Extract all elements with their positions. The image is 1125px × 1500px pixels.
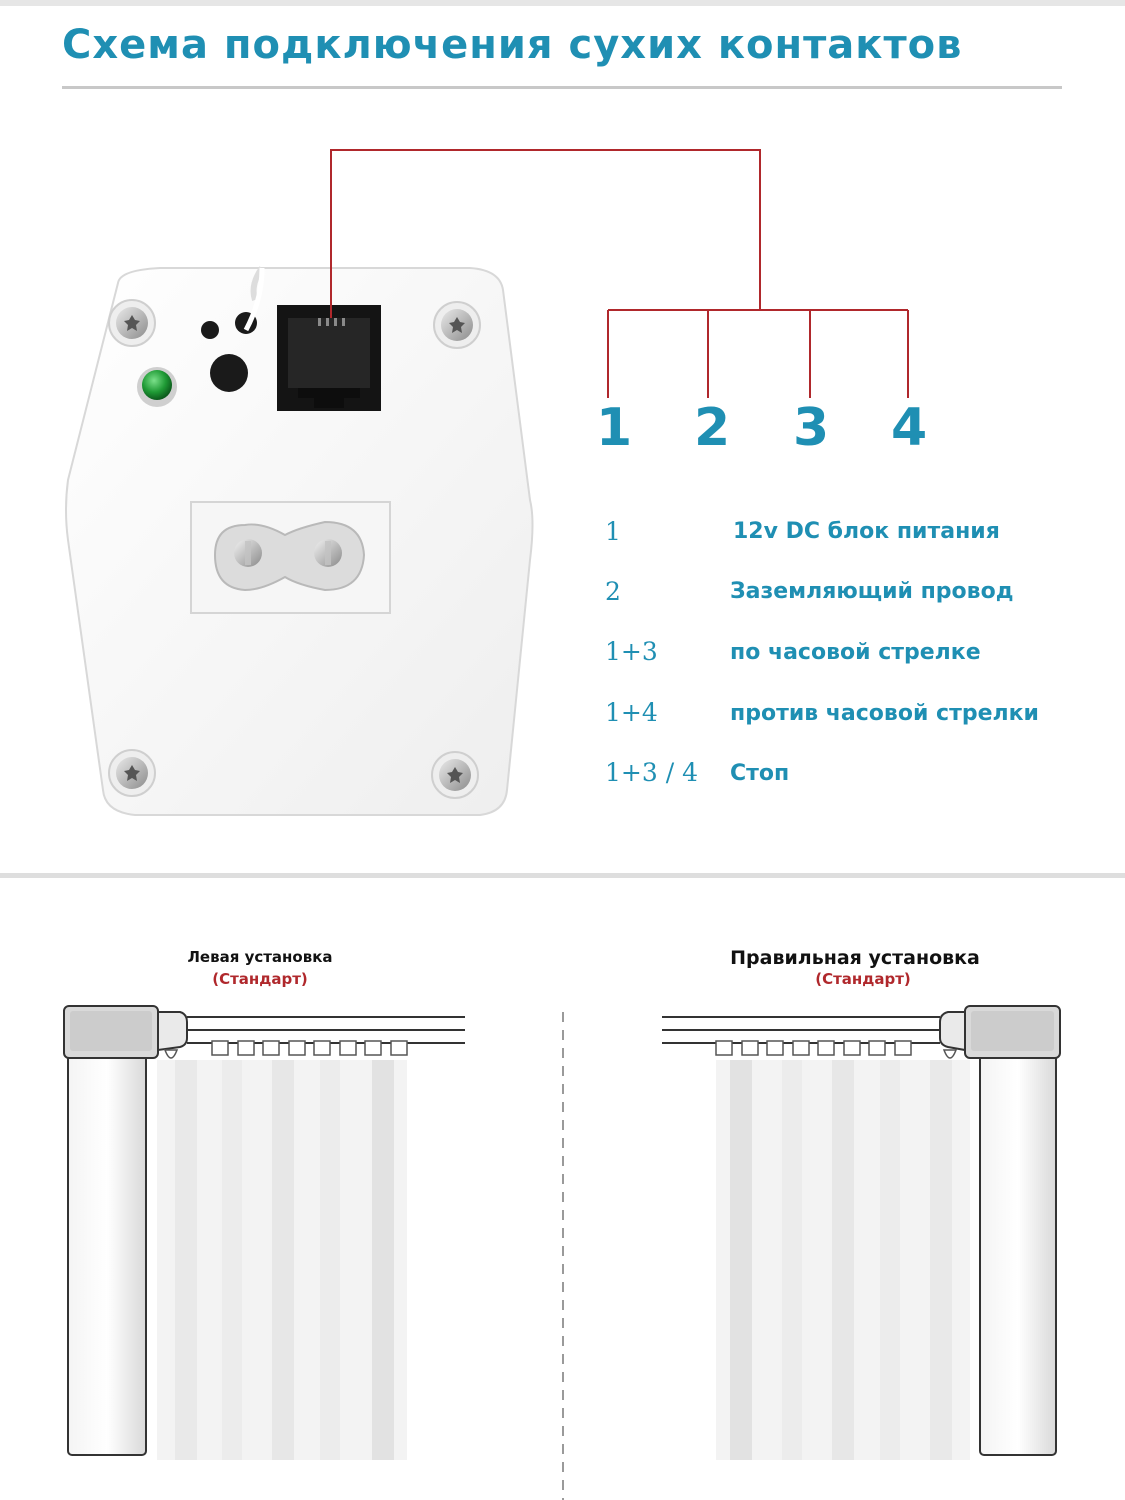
curtain-right bbox=[715, 1040, 970, 1460]
screw-icon bbox=[108, 299, 156, 347]
legend-key: 1+4 bbox=[605, 698, 658, 727]
legend-key: 1+3 bbox=[605, 637, 658, 666]
left-install-subtitle: (Стандарт) bbox=[212, 970, 308, 988]
legend-label: Заземляющий провод bbox=[730, 579, 1014, 604]
legend-label: 12v DC блок питания bbox=[733, 519, 1000, 544]
screw-icon bbox=[108, 749, 156, 797]
pin-number-4: 4 bbox=[891, 398, 928, 458]
legend-label: по часовой стрелке bbox=[730, 640, 981, 665]
section-divider bbox=[0, 873, 1125, 878]
led-indicator-icon bbox=[137, 367, 177, 407]
pin-number-3: 3 bbox=[793, 398, 830, 458]
left-install-title: Левая установка bbox=[187, 948, 333, 966]
legend-label: Стоп bbox=[730, 761, 790, 786]
wiring-lines bbox=[330, 149, 909, 398]
curtain-motor-icon bbox=[63, 1005, 188, 1456]
top-strip bbox=[0, 0, 1125, 6]
curtain-track-right bbox=[662, 1016, 940, 1044]
screw-icon bbox=[431, 751, 479, 799]
setup-button-icon[interactable] bbox=[210, 354, 248, 392]
legend-key: 2 bbox=[605, 577, 621, 606]
screw-icon bbox=[433, 301, 481, 349]
curtain-left bbox=[157, 1040, 408, 1460]
right-install-subtitle: (Стандарт) bbox=[815, 970, 911, 988]
curtain-motor-icon bbox=[939, 1005, 1061, 1456]
curtain-track-left bbox=[187, 1016, 465, 1044]
power-socket-icon bbox=[190, 501, 391, 614]
reset-hole-icon bbox=[201, 321, 219, 339]
right-install-title: Правильная установка bbox=[730, 947, 980, 969]
pin-number-2: 2 bbox=[694, 398, 731, 458]
antenna-wire bbox=[243, 267, 265, 332]
legend-key: 1+3 / 4 bbox=[605, 758, 698, 787]
legend-label: против часовой стрелки bbox=[730, 701, 1039, 726]
legend-key: 1 bbox=[605, 517, 621, 546]
title-underline bbox=[62, 86, 1062, 89]
rj-port-icon bbox=[277, 305, 381, 411]
pin-number-1: 1 bbox=[596, 398, 633, 458]
page-title: Схема подключения сухих контактов bbox=[62, 22, 963, 68]
